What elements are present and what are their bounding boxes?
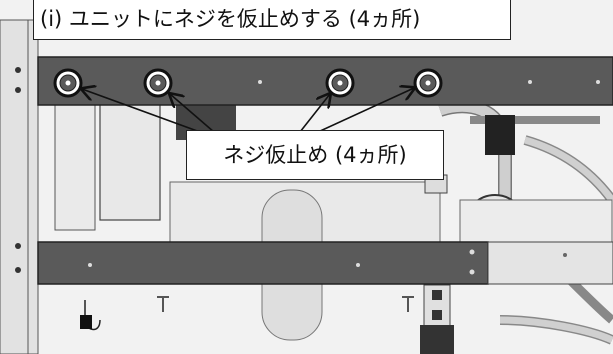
screw-hole-icon bbox=[143, 68, 173, 98]
frame-bolt bbox=[15, 243, 21, 249]
arrow-icon bbox=[82, 88, 414, 133]
control-box bbox=[99, 99, 161, 221]
frame-bolt bbox=[15, 87, 21, 93]
frame-bolt bbox=[15, 67, 21, 73]
screw-hole-icon bbox=[325, 68, 355, 98]
right-plate bbox=[487, 241, 613, 285]
small-screw bbox=[157, 296, 169, 312]
side-panel bbox=[54, 99, 96, 231]
top-cross-bar bbox=[37, 56, 613, 106]
left-frame-post bbox=[0, 19, 39, 354]
frame-bolt bbox=[15, 267, 21, 273]
small-screw bbox=[402, 296, 414, 312]
screw-hole-icon bbox=[53, 68, 83, 98]
step-title: (i) ユニットにネジを仮止めする (4ヵ所) bbox=[33, 0, 511, 40]
pipe-fitting bbox=[485, 115, 515, 155]
callout-label: ネジ仮止め (4ヵ所) bbox=[186, 130, 444, 180]
lower-cross-bar bbox=[37, 241, 489, 285]
screw-hole-icon bbox=[413, 68, 443, 98]
